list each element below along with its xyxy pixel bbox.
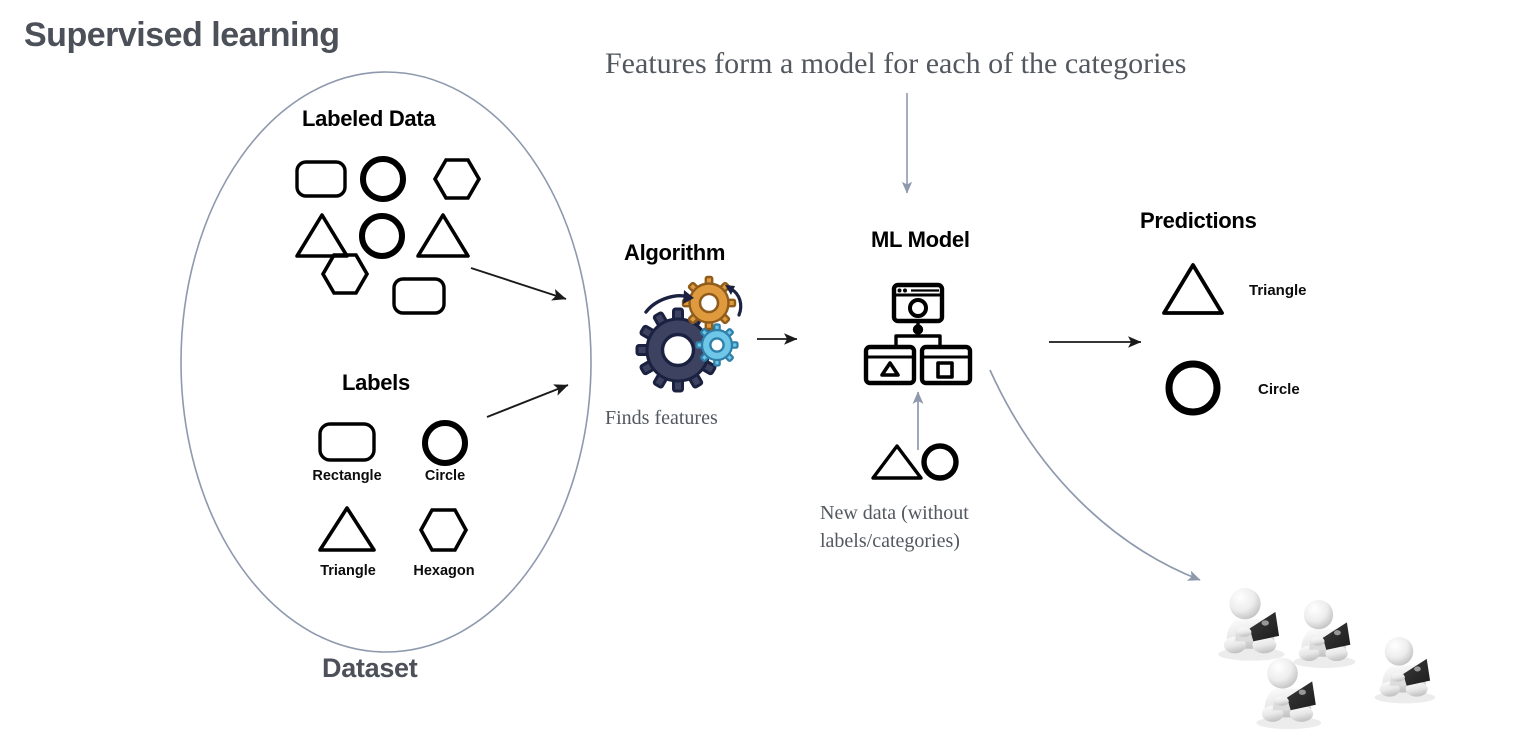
model-hierarchy-icon (863, 282, 973, 386)
person-with-laptop-icon (1293, 600, 1356, 668)
label-shape-circle (422, 420, 468, 466)
person-with-laptop-icon (1374, 637, 1436, 704)
labels-section-shapes (318, 420, 469, 552)
new-data-circle (921, 443, 959, 481)
audience-figures (1218, 588, 1436, 730)
new-data-note-line-1: New data (without (820, 502, 969, 524)
labels-to-algorithm-arrow (486, 384, 569, 418)
prediction-triangle (1162, 263, 1224, 315)
predictions-shapes (1162, 263, 1224, 416)
gear-rotation-arrow-right (729, 287, 743, 317)
new-data-note-line-2: labels/categories) (820, 529, 960, 552)
prediction-caption-triangle: Triangle (1249, 282, 1307, 299)
ml-model-heading: ML Model (871, 227, 970, 252)
model-card-circle-glyph (908, 298, 928, 318)
person-with-laptop-icon (1218, 588, 1285, 661)
label-shape-hexagon (418, 508, 469, 552)
shape-hexagon (320, 253, 370, 295)
shape-rounded-rect (392, 277, 446, 315)
predictions-heading: Predictions (1140, 208, 1257, 233)
shape-triangle (416, 213, 470, 258)
prediction-caption-circle: Circle (1258, 381, 1300, 398)
model-to-audience-arrow (989, 369, 1201, 581)
shape-circle (359, 213, 405, 259)
shape-circle (360, 156, 406, 202)
label-caption-triangle: Triangle (320, 563, 376, 579)
headline-text: Features form a model for each of the ca… (605, 47, 1187, 80)
label-caption-hexagon: Hexagon (413, 563, 475, 579)
labeled-data-shapes (295, 156, 482, 315)
algorithm-caption: Finds features (605, 407, 718, 429)
prediction-circle (1165, 360, 1221, 416)
labeled-data-to-algorithm-arrow (470, 267, 567, 301)
labels-heading: Labels (342, 370, 410, 395)
label-shape-rounded-rect (318, 422, 376, 462)
label-caption-rectangle: Rectangle (312, 468, 382, 484)
algorithm-heading: Algorithm (624, 240, 726, 265)
shape-hexagon (432, 158, 482, 200)
shape-triangle (295, 213, 349, 258)
labeled-data-heading: Labeled Data (302, 106, 436, 131)
page-title: Supervised learning (24, 16, 340, 54)
model-card-triangle-glyph (880, 361, 900, 377)
person-with-laptop-icon (1256, 658, 1322, 730)
model-right-card (919, 344, 973, 386)
dataset-caption: Dataset (322, 653, 418, 683)
label-caption-circle: Circle (424, 468, 466, 484)
model-left-card (863, 344, 917, 386)
label-shape-triangle (318, 506, 376, 552)
new-data-shapes (871, 443, 959, 481)
three-gears-icon (635, 275, 743, 393)
dataset-ellipse (180, 71, 592, 653)
shape-rounded-rect (295, 160, 347, 198)
new-data-triangle (871, 444, 923, 480)
model-card-square-glyph (936, 361, 954, 379)
